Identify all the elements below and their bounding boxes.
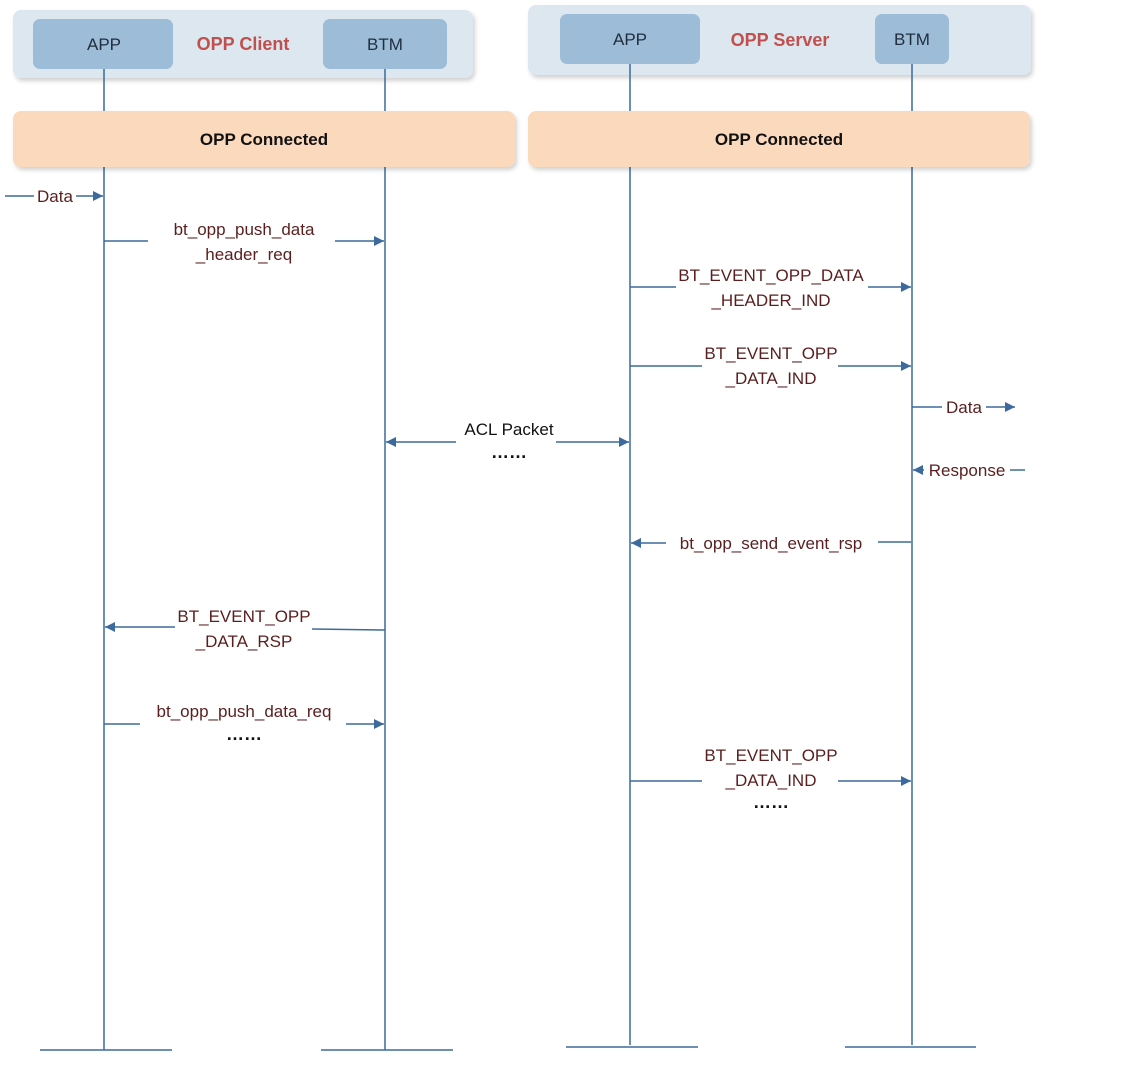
data-rsp-arrow-a (311, 628, 386, 631)
data-ind-label-1: BT_EVENT_OPP (704, 344, 837, 363)
server-btm-box (875, 14, 949, 64)
client-connected-bar (13, 111, 515, 167)
message-arrows (5, 191, 1025, 786)
response-label: Response (929, 461, 1006, 480)
push-header-label-1: bt_opp_push_data (174, 220, 315, 239)
server-connected-bar (528, 111, 1030, 167)
header-ind-label-1: BT_EVENT_OPP_DATA (678, 266, 864, 285)
data-in-label: Data (37, 187, 73, 206)
server-connected-label: OPP Connected (715, 130, 843, 149)
data-ind2-label-1: BT_EVENT_OPP (704, 746, 837, 765)
client-app-label: APP (87, 35, 121, 54)
server-title: OPP Server (731, 30, 830, 50)
acl-packet-label: ACL Packet (464, 420, 553, 439)
server-btm-label: BTM (894, 30, 930, 49)
data-rsp-label-2: _DATA_RSP (195, 632, 293, 651)
push-header-label-2: _header_req (195, 245, 292, 264)
data-ind-label-2: _DATA_IND (724, 369, 816, 388)
client-app-box (33, 19, 173, 69)
data-ind2-dots: …… (753, 792, 789, 812)
server-app-box (560, 14, 700, 64)
data-rsp-label-1: BT_EVENT_OPP (177, 607, 310, 626)
client-btm-box (323, 19, 447, 69)
acl-dots: …… (491, 442, 527, 462)
push-data-req-label: bt_opp_push_data_req (157, 702, 332, 721)
client-title: OPP Client (197, 34, 290, 54)
server-app-label: APP (613, 30, 647, 49)
send-event-rsp-label: bt_opp_send_event_rsp (680, 534, 862, 553)
data-out-label: Data (946, 398, 982, 417)
push-dots: …… (226, 724, 262, 744)
header-ind-label-2: _HEADER_IND (710, 291, 830, 310)
client-connected-label: OPP Connected (200, 130, 328, 149)
lifelines (40, 64, 976, 1051)
data-ind2-label-2: _DATA_IND (724, 771, 816, 790)
client-btm-label: BTM (367, 35, 403, 54)
